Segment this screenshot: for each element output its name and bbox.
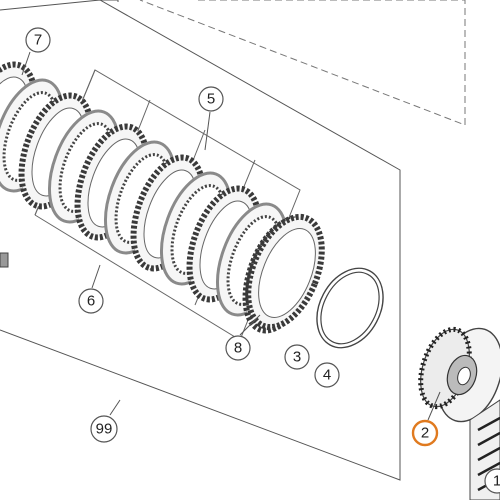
leader-8 — [239, 314, 261, 336]
leader-99 — [109, 399, 121, 416]
callout-2: 2 — [411, 419, 439, 447]
clutch-plates — [0, 61, 325, 334]
callout-3-label: 3 — [293, 349, 301, 366]
callout-6-label: 6 — [87, 293, 95, 310]
front-friction-plate — [245, 213, 325, 331]
assembly-outline-top — [100, 0, 119, 2]
callout-8: 8 — [225, 335, 251, 361]
clutch-hub — [418, 326, 500, 423]
callout-4-label: 4 — [323, 367, 331, 384]
callout-1-label: 1 — [493, 473, 500, 490]
leader-2 — [427, 391, 441, 421]
callout-5: 5 — [198, 86, 224, 112]
bolt-fragment — [0, 252, 9, 268]
callout-2-label: 2 — [421, 425, 429, 442]
callout-1: 1 — [484, 468, 500, 494]
callout-99-label: 99 — [96, 421, 113, 438]
callout-5-label: 5 — [207, 91, 215, 108]
callout-7-label: 7 — [34, 32, 42, 49]
leader-5 — [204, 111, 211, 151]
callout-6: 6 — [78, 288, 104, 314]
callout-4: 4 — [314, 362, 340, 388]
wire-ring — [316, 267, 384, 349]
callout-8-label: 8 — [234, 340, 242, 357]
callout-99: 99 — [90, 415, 118, 443]
assembly-outline — [0, 0, 401, 481]
dashed-boundary — [139, 0, 466, 126]
leader-6 — [91, 264, 101, 289]
callout-7: 7 — [25, 27, 51, 53]
leader-7 — [21, 51, 31, 76]
callout-3: 3 — [284, 344, 310, 370]
